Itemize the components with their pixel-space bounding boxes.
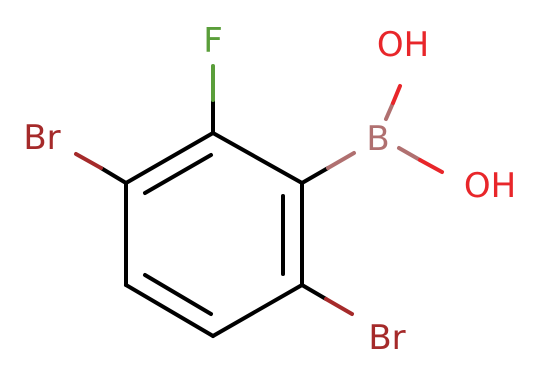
- bond-c3-br-bromine-half: [324, 297, 354, 316]
- bond-b-oh-bottom-oxygen-half: [418, 158, 444, 174]
- bond-c3-c4: [211, 283, 304, 338]
- bond-c4-c5: [124, 283, 215, 338]
- atom-label-bromine-bottom: Br: [368, 318, 405, 358]
- bond-c2-b-boron-half: [326, 151, 356, 170]
- bond-b-oh-bottom-boron-half: [397, 146, 422, 162]
- atom-label-bromine-top: Br: [23, 118, 60, 158]
- atom-label-hydroxyl-top: OH: [377, 25, 429, 65]
- bond-c6-br-bromine-half: [74, 152, 103, 170]
- bond-c6-c1: [124, 131, 215, 185]
- bond-c3-br-carbon-half: [300, 283, 328, 301]
- bond-c1-c2: [211, 131, 304, 185]
- atom-label-boron: B: [366, 119, 389, 159]
- ring-bonds: [124, 131, 304, 338]
- bond-c6-c1-inner: [143, 153, 213, 195]
- bond-c4-c5-inner: [143, 273, 213, 316]
- atom-label-hydroxyl-bottom: OH: [464, 166, 516, 206]
- bond-c2-b-carbon-half: [300, 166, 330, 185]
- bond-c6-br-carbon-half: [99, 166, 128, 185]
- bond-b-oh-top-oxygen-half: [391, 84, 402, 105]
- bond-b-oh-top-boron-half: [384, 101, 395, 121]
- atom-label-fluorine: F: [203, 21, 223, 61]
